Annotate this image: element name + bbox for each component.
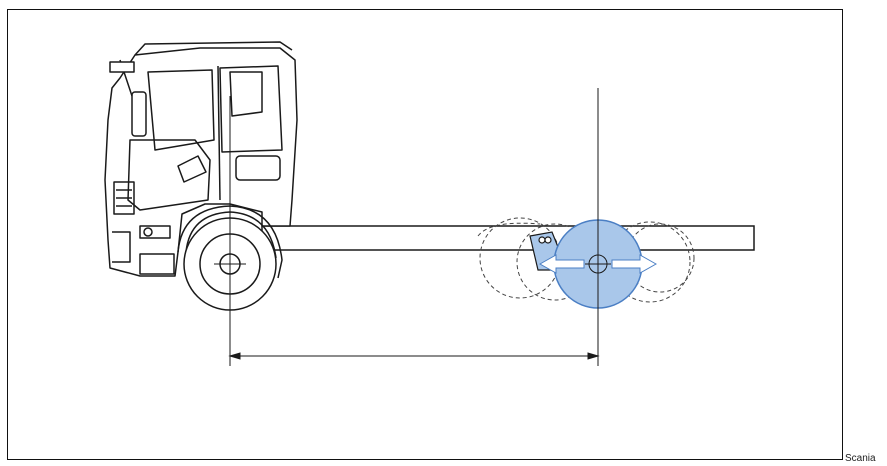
dimension-line	[228, 88, 600, 366]
dashed-wheel-right	[609, 221, 691, 303]
chassis-frame	[261, 225, 755, 251]
image-credit: Scania	[845, 453, 876, 464]
dashed-suspension	[477, 222, 541, 237]
double-arrow-icon	[538, 254, 658, 274]
truck-cab-icon	[104, 41, 298, 279]
